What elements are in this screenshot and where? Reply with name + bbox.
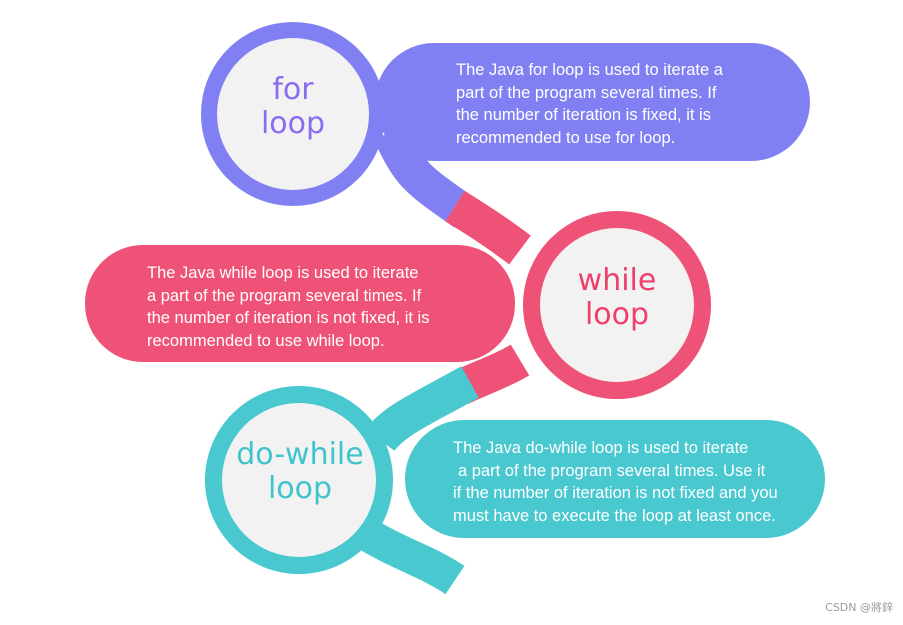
dowhile-description-line-3: if the number of iteration is not fixed … <box>453 484 778 502</box>
connector-while-dowhile-teal <box>365 366 479 452</box>
dowhile-loop-title: do-while loop <box>222 438 378 505</box>
while-description: The Java while loop is used to iterate a… <box>147 262 429 352</box>
dowhile-description-bar <box>405 420 825 538</box>
for-title-line-2: loop <box>260 105 326 141</box>
while-description-line-2: a part of the program several times. If <box>147 286 422 305</box>
for-description-line-2: part of the program several times. If <box>456 83 717 102</box>
while-description-line-1: The Java while loop is used to iterate <box>147 264 419 282</box>
for-description: The Java for loop is used to iterate a p… <box>456 59 723 149</box>
while-circle <box>540 228 694 382</box>
while-description-line-4: recommended to use while loop. <box>147 331 385 350</box>
for-title-line-1: for <box>272 72 314 107</box>
connector-for-while-pink <box>445 190 531 265</box>
for-description-line-3: the number of iteration is fixed, it is <box>456 106 711 124</box>
while-description-bar <box>85 245 515 362</box>
for-circle <box>217 38 369 190</box>
watermark: CSDN @將鋅 <box>825 601 893 614</box>
while-title-line-1: while <box>577 263 657 298</box>
dowhile-description: The Java do-while loop is used to iterat… <box>453 437 778 527</box>
dowhile-title-line-2: loop <box>267 470 333 506</box>
dowhile-description-line-4: must have to execute the loop at least o… <box>453 506 776 525</box>
for-description-line-1: The Java for loop is used to iterate a <box>456 61 723 79</box>
dowhile-description-line-2: a part of the program several times. Use… <box>458 461 766 480</box>
for-description-line-4: recommended to use for loop. <box>456 128 676 147</box>
for-loop-title: for loop <box>218 73 368 140</box>
while-title-line-2: loop <box>584 296 650 332</box>
dowhile-circle <box>222 403 376 557</box>
dowhile-title-line-1: do-while <box>236 437 364 472</box>
while-loop-title: while loop <box>542 264 692 331</box>
dowhile-tail <box>350 515 465 595</box>
for-description-bar <box>375 43 810 161</box>
while-description-line-3: the number of iteration is not fixed, it… <box>147 309 430 327</box>
dowhile-description-line-1: The Java do-while loop is used to iterat… <box>453 439 749 457</box>
